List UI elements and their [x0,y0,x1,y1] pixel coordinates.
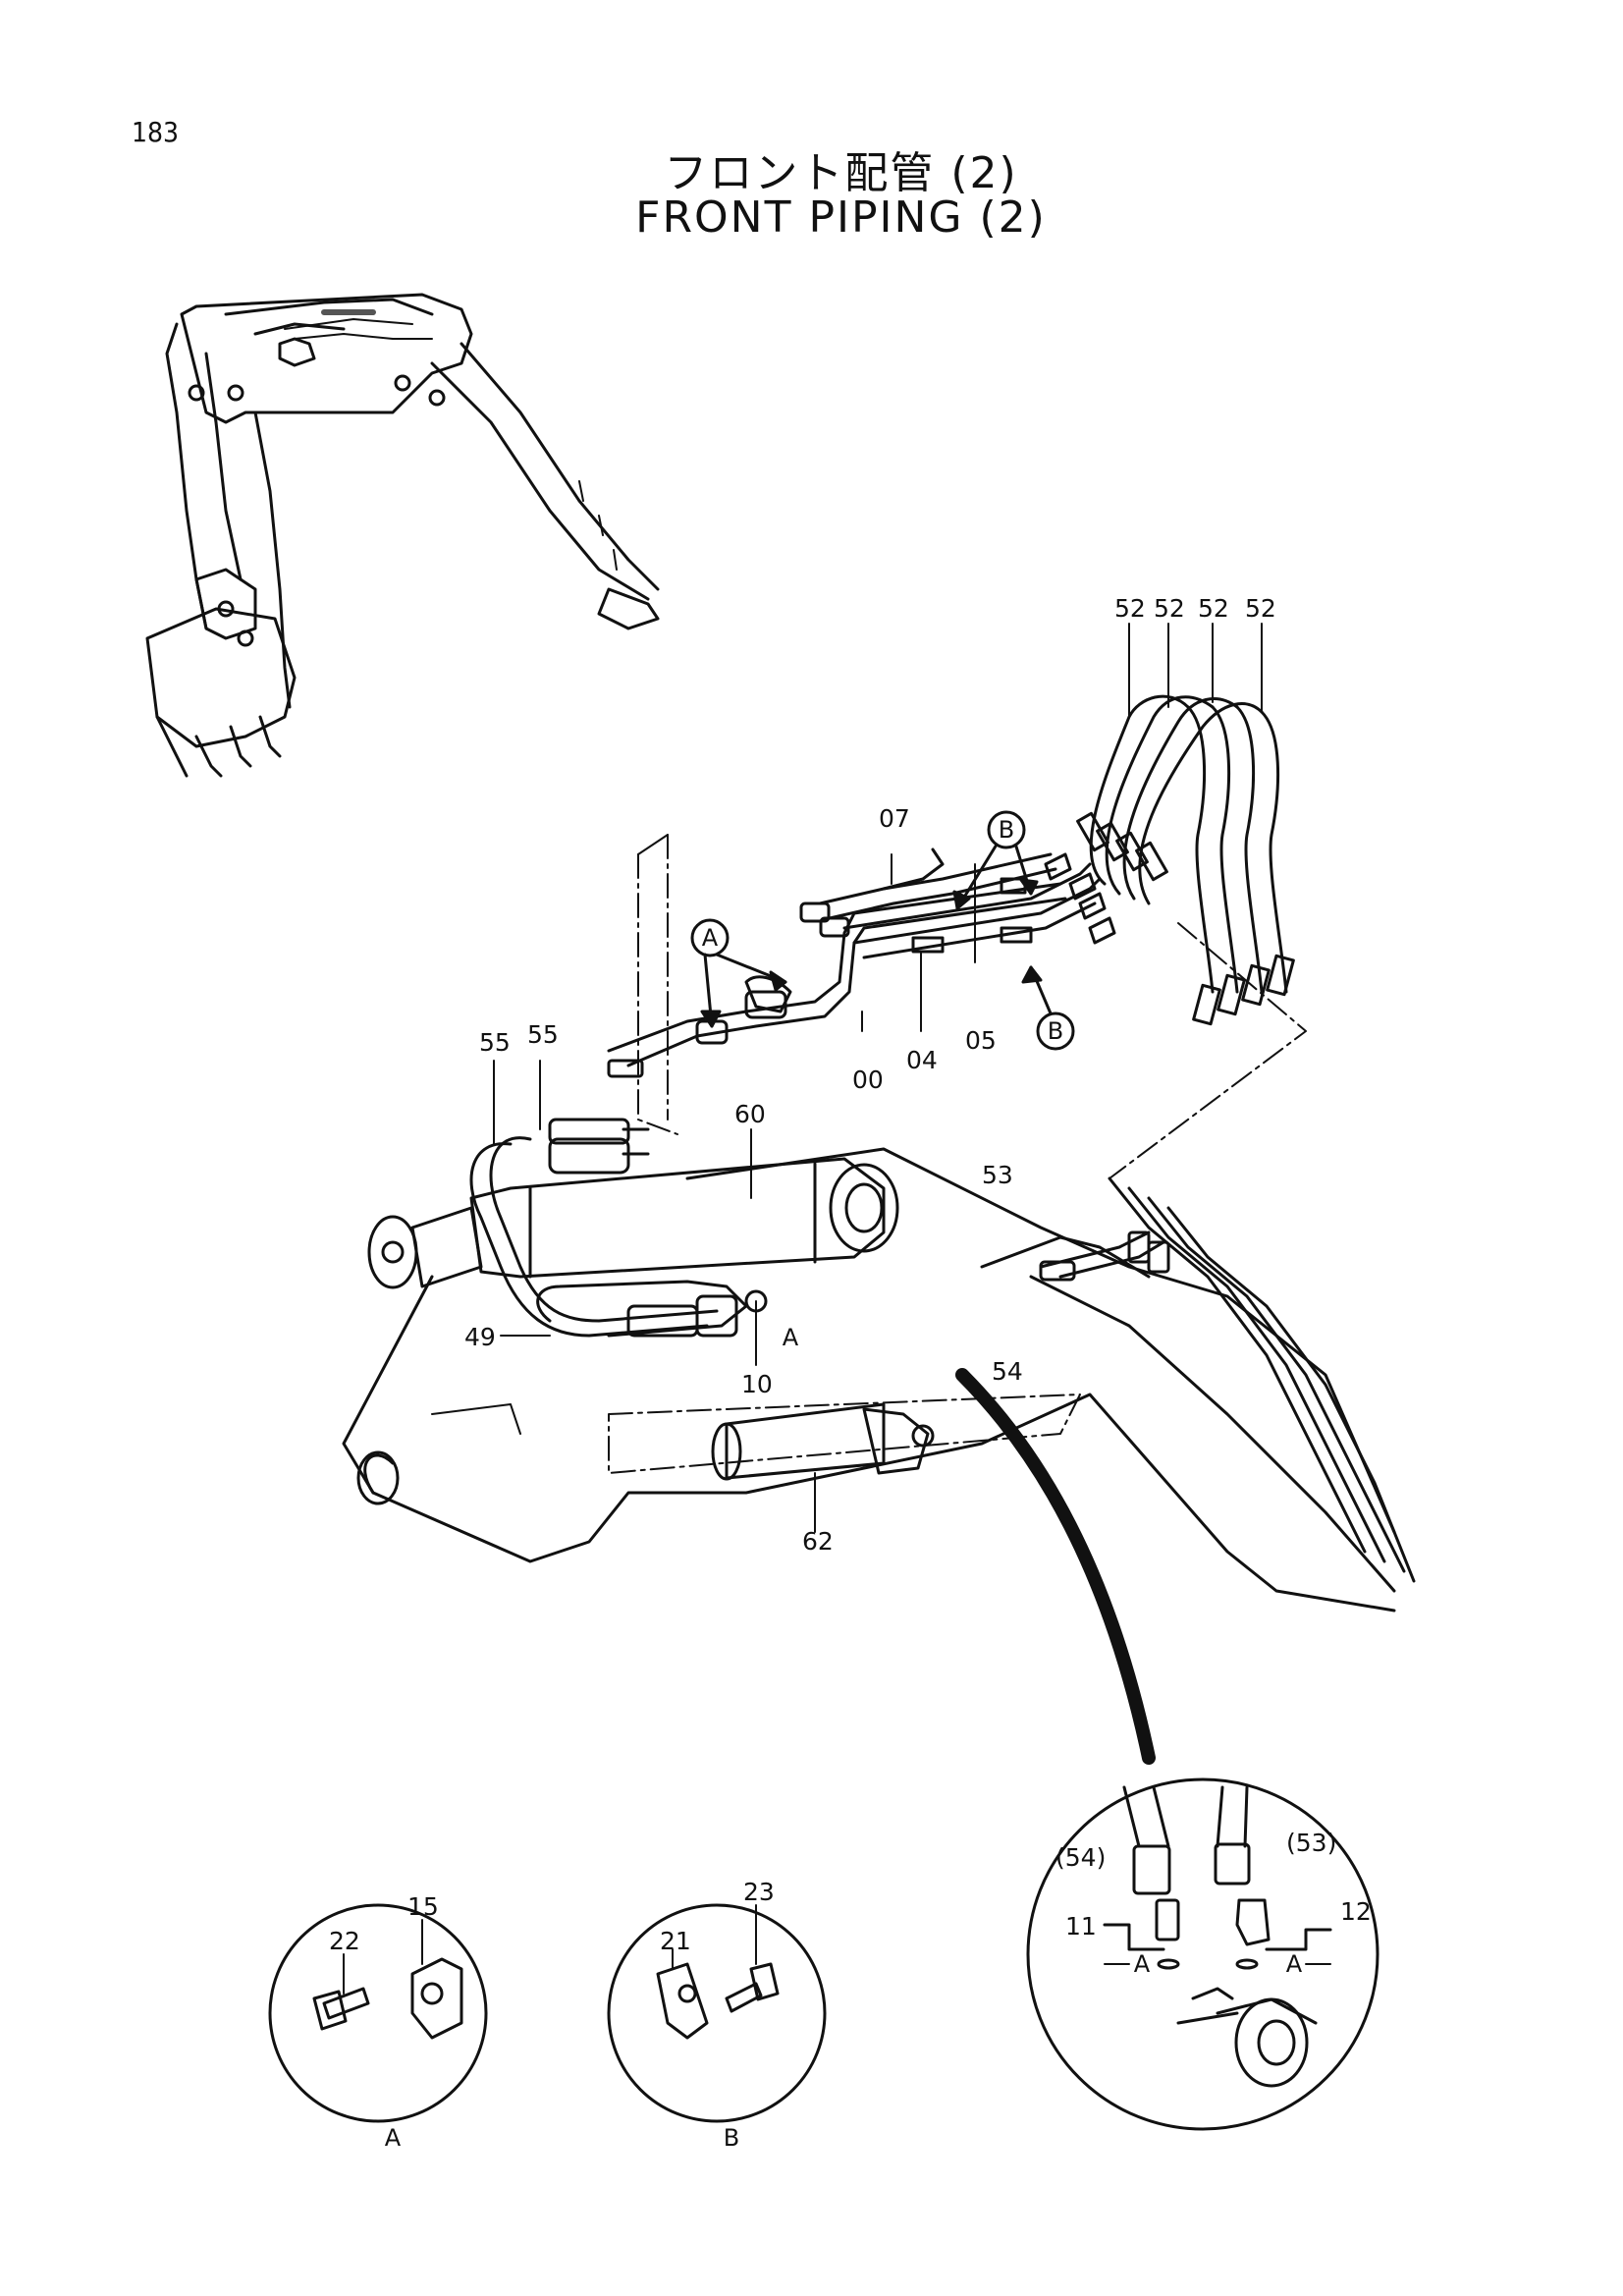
callout-54-paren: (54) [1055,1843,1106,1872]
callout-52-4: 52 [1245,594,1276,623]
marker-a-bracket: A [783,1324,799,1351]
callout-55-1: 55 [479,1028,511,1057]
callout-00: 00 [852,1066,884,1094]
marker-letters: B B A A A B A A [385,816,1303,2152]
callout-12: 12 [1340,1897,1372,1926]
detail-circle-a [268,1903,488,2123]
detail-circle-fittings [1026,1777,1380,2131]
callout-54: 54 [992,1357,1023,1386]
callout-23: 23 [743,1878,775,1906]
hoses-52 [1076,623,1295,1026]
callout-07: 07 [879,804,910,833]
callout-62: 62 [802,1527,834,1556]
marker-b-bottom: B [1048,1017,1063,1045]
callout-52-2: 52 [1154,594,1185,623]
callout-10: 10 [741,1370,773,1398]
callout-04: 04 [906,1046,938,1074]
callout-55-2: 55 [527,1020,559,1049]
boom-cylinder-60 [367,1059,899,1366]
title-english: FRONT PIPING (2) [635,192,1047,243]
callout-49: 49 [464,1323,496,1351]
title-japanese: フロント配管 (2) [664,148,1018,198]
leader-hose-to-detail [955,1368,1156,1765]
marker-a-pipe: A [702,924,719,952]
boom-structure [342,1147,1416,1613]
callout-22: 22 [329,1927,360,1955]
callout-21: 21 [660,1927,691,1955]
label-detail-a: A [385,2124,402,2152]
callout-52-1: 52 [1114,594,1146,623]
page-number: 183 [132,116,180,148]
overview-front-attachment [145,293,660,778]
callout-05: 05 [965,1026,997,1055]
label-fitting-a-right: A [1286,1950,1303,1978]
callout-labels: 52 52 52 52 07 05 04 00 55 55 60 53 54 4… [329,594,1372,1955]
marker-b-top: B [999,816,1014,844]
callout-60: 60 [734,1100,766,1128]
detail-circle-b [607,1903,827,2123]
callout-11: 11 [1065,1912,1097,1941]
callout-15: 15 [407,1892,439,1921]
label-fitting-a-left: A [1134,1950,1151,1978]
callout-52-3: 52 [1198,594,1229,623]
marker-circles [690,810,1075,1051]
pipe-assembly [607,834,1307,1179]
label-detail-b: B [724,2124,739,2152]
callout-53-paren: (53) [1286,1829,1336,1857]
callout-53: 53 [982,1161,1013,1189]
